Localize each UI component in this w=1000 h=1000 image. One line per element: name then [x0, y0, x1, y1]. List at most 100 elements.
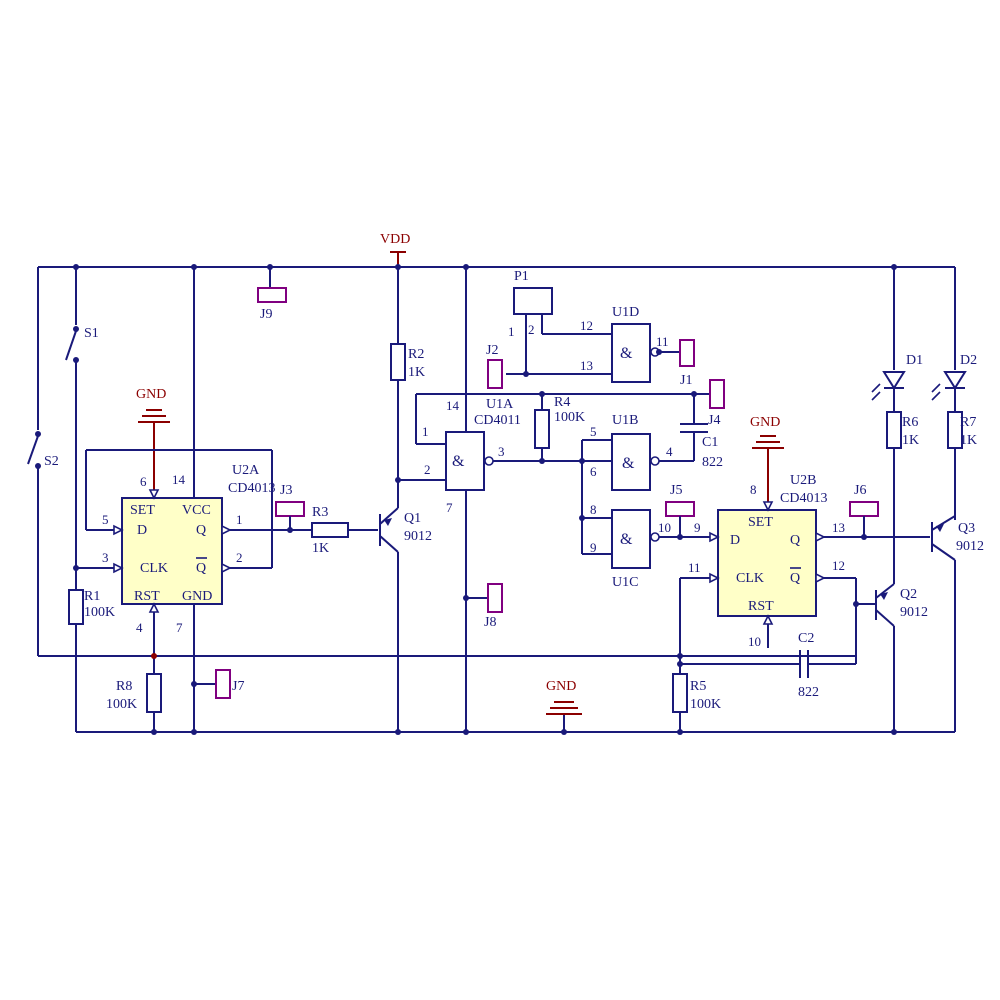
u1a-pin1: 1 — [422, 424, 429, 439]
r2-ref: R2 — [408, 347, 424, 362]
capacitor-c1: C1 822 — [680, 394, 723, 470]
u2b-qbar-label: Q — [790, 571, 800, 586]
transistor-q2: Q2 9012 — [856, 583, 928, 732]
switch-s2: S2 — [27, 431, 59, 469]
ic-u2b: SET D Q CLK Q RST U2B CD4013 8 9 13 11 1… — [679, 448, 930, 674]
q2-value: 9012 — [900, 605, 928, 620]
resistor-r2: R2 1K — [390, 267, 425, 732]
u2b-pin11: 11 — [688, 560, 701, 575]
vdd-label: VDD — [380, 232, 410, 247]
u1b-pin6: 6 — [590, 464, 597, 479]
u2a-vcc-label: VCC — [182, 503, 211, 518]
r8-ref: R8 — [116, 679, 132, 694]
q1-value: 9012 — [404, 529, 432, 544]
u2b-clk-label: CLK — [736, 571, 764, 586]
j5-label: J5 — [670, 483, 682, 498]
j6-label: J6 — [854, 483, 866, 498]
u2b-part: CD4013 — [780, 491, 827, 506]
u2a-q-label: Q — [196, 523, 206, 538]
r7-ref: R7 — [960, 415, 976, 430]
d1-ref: D1 — [906, 353, 923, 368]
switch-s1: S1 — [65, 267, 99, 590]
u1a-part: CD4011 — [474, 413, 521, 428]
gate-u1b: & U1B 5 6 4 — [542, 413, 694, 554]
d2-ref: D2 — [960, 353, 977, 368]
u2a-qbar-label: Q — [196, 561, 206, 576]
c1-value: 822 — [702, 455, 723, 470]
u1b-pin5: 5 — [590, 424, 597, 439]
u2a-gnd-label: GND — [182, 589, 212, 604]
p1-pin2: 2 — [528, 322, 535, 337]
j8-label: J8 — [484, 615, 496, 630]
connector-p1: P1 1 2 — [508, 269, 553, 374]
r4-value: 100K — [554, 410, 585, 425]
u2a-clk-label: CLK — [140, 561, 168, 576]
u2a-pin6: 6 — [140, 474, 147, 489]
transistor-q1: Q1 9012 — [379, 507, 432, 553]
c1-ref: C1 — [702, 435, 718, 450]
u2a-ref: U2A — [232, 463, 260, 478]
u1c-pin8: 8 — [590, 502, 597, 517]
resistor-r4: R4 100K — [534, 394, 585, 461]
u2b-pin10: 10 — [748, 634, 761, 649]
gnd-symbol-u2a: GND — [136, 387, 170, 423]
u1b-symbol: & — [622, 455, 635, 472]
jumper-j8: J8 — [466, 583, 503, 630]
r3-ref: R3 — [312, 505, 328, 520]
r2-value: 1K — [408, 365, 425, 380]
u2a-pin2: 2 — [236, 550, 243, 565]
led-d2: D2 — [931, 267, 977, 401]
u2a-part: CD4013 — [228, 481, 275, 496]
gate-u1a: & U1A CD4011 14 1 2 3 7 — [398, 267, 694, 732]
c2-ref: C2 — [798, 631, 814, 646]
u2a-pin3: 3 — [102, 550, 109, 565]
u2b-pin8: 8 — [750, 482, 757, 497]
u2b-d-label: D — [730, 533, 740, 548]
j3-label: J3 — [280, 483, 292, 498]
q3-value: 9012 — [956, 539, 984, 554]
q1-ref: Q1 — [404, 511, 421, 526]
r5-value: 100K — [690, 697, 721, 712]
r1-value: 100K — [84, 605, 115, 620]
r6-ref: R6 — [902, 415, 918, 430]
power-rails — [37, 266, 955, 733]
u1c-pin10: 10 — [658, 520, 671, 535]
gnd-symbol-u2b: GND — [750, 415, 784, 449]
q3-ref: Q3 — [958, 521, 975, 536]
u2a-pin4: 4 — [136, 620, 143, 635]
j1-label: J1 — [680, 373, 692, 388]
capacitor-c2: C2 822 — [680, 631, 856, 700]
resistor-r1: R1 100K — [68, 589, 115, 732]
gate-u1c: & U1C 8 9 10 — [582, 502, 710, 590]
r5-ref: R5 — [690, 679, 706, 694]
u1d-ref: U1D — [612, 305, 639, 320]
jumper-j7: J7 — [194, 669, 244, 699]
u2b-pin12: 12 — [832, 558, 845, 573]
jumper-j4: J4 J1 — [680, 373, 725, 428]
u1b-pin4: 4 — [666, 444, 673, 459]
u1b-ref: U1B — [612, 413, 638, 428]
u2b-rst-label: RST — [748, 599, 774, 614]
jumper-j5: J5 — [665, 483, 695, 537]
r6-value: 1K — [902, 433, 919, 448]
r7-value: 1K — [960, 433, 977, 448]
u2b-pin9: 9 — [694, 520, 701, 535]
u1d-pin11: 11 — [656, 334, 669, 349]
u1a-pin7: 7 — [446, 500, 453, 515]
resistor-r6: R6 1K — [886, 388, 919, 584]
jumper-j6: J6 — [849, 483, 879, 537]
r8-value: 100K — [106, 697, 137, 712]
s1-label: S1 — [84, 326, 99, 341]
resistor-r7: R7 1K — [947, 388, 977, 520]
u1d-symbol: & — [620, 345, 633, 362]
junction-dots — [73, 264, 897, 735]
p1-pin1: 1 — [508, 324, 515, 339]
u1a-pin14: 14 — [446, 398, 460, 413]
u1c-symbol: & — [620, 531, 633, 548]
u2b-pin13: 13 — [832, 520, 845, 535]
u2a-set-label: SET — [130, 503, 155, 518]
s2-label: S2 — [44, 454, 59, 469]
gate-u1d: & U1D 12 13 11 — [506, 305, 680, 383]
